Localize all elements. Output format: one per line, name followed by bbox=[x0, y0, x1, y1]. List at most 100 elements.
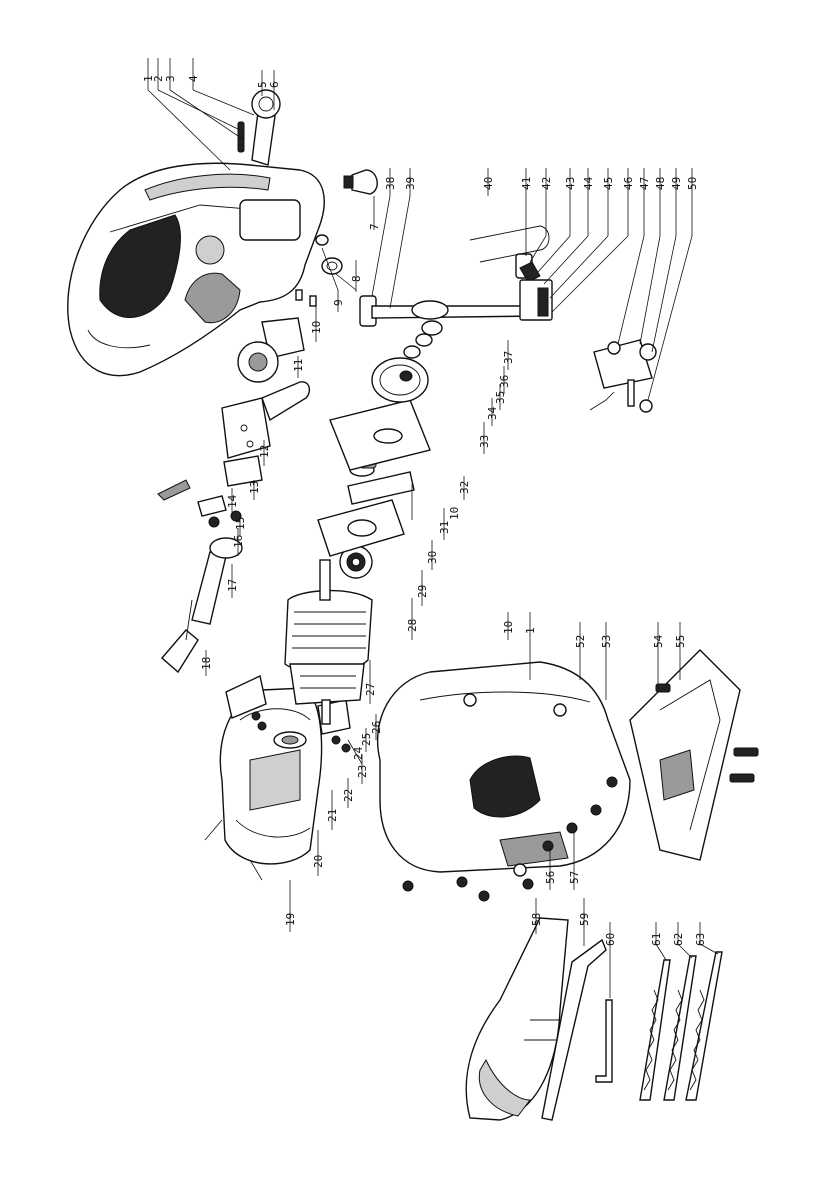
svg-text:53: 53 bbox=[600, 635, 613, 648]
svg-text:46: 46 bbox=[622, 177, 635, 190]
svg-text:1: 1 bbox=[524, 627, 537, 634]
svg-text:62: 62 bbox=[672, 933, 685, 946]
callout-1: 1 bbox=[142, 58, 230, 170]
svg-text:21: 21 bbox=[326, 809, 339, 822]
svg-text:56: 56 bbox=[544, 871, 557, 884]
callout-50: 50 bbox=[648, 168, 699, 400]
svg-text:34: 34 bbox=[486, 406, 499, 420]
svg-text:60: 60 bbox=[604, 933, 617, 946]
svg-text:32: 32 bbox=[458, 481, 471, 494]
callout-4: 4 bbox=[187, 58, 254, 115]
svg-text:35: 35 bbox=[494, 391, 507, 404]
callout-11: 11 bbox=[292, 356, 305, 378]
svg-text:44: 44 bbox=[582, 176, 595, 190]
svg-text:14: 14 bbox=[226, 494, 239, 508]
callout-22: 22 bbox=[342, 778, 355, 808]
drive-gear bbox=[372, 321, 442, 402]
callout-37: 37 bbox=[502, 340, 515, 370]
svg-text:19: 19 bbox=[284, 913, 297, 926]
svg-text:29: 29 bbox=[416, 585, 429, 598]
roller-guide bbox=[590, 340, 656, 412]
base-plate bbox=[630, 650, 758, 860]
svg-text:48: 48 bbox=[654, 177, 667, 190]
callout-15: 15 bbox=[234, 516, 247, 536]
callout-29: 29 bbox=[416, 570, 429, 606]
svg-text:43: 43 bbox=[564, 177, 577, 190]
callout-27: 27 bbox=[364, 660, 377, 704]
hex-key bbox=[596, 1000, 612, 1082]
svg-text:23: 23 bbox=[356, 765, 369, 778]
svg-text:10: 10 bbox=[448, 507, 461, 520]
svg-text:8: 8 bbox=[350, 275, 363, 282]
callout-52: 52 bbox=[574, 622, 587, 680]
callout-62: 62 bbox=[672, 922, 692, 958]
callout-63: 63 bbox=[694, 922, 718, 954]
callout-2: 2 bbox=[152, 58, 240, 130]
callout-49: 49 bbox=[652, 168, 683, 352]
callout-40: 40 bbox=[482, 168, 495, 196]
callout-33: 33 bbox=[478, 422, 491, 454]
callout-59: 59 bbox=[578, 898, 591, 946]
svg-text:12: 12 bbox=[258, 445, 271, 458]
svg-text:61: 61 bbox=[650, 933, 663, 946]
callout-60: 60 bbox=[604, 922, 617, 998]
svg-text:59: 59 bbox=[578, 913, 591, 926]
callout-17: 17 bbox=[226, 564, 239, 598]
stator bbox=[205, 688, 322, 880]
svg-text:63: 63 bbox=[694, 933, 707, 946]
svg-text:20: 20 bbox=[312, 855, 325, 868]
svg-text:45: 45 bbox=[602, 177, 615, 190]
svg-text:58: 58 bbox=[530, 913, 543, 926]
svg-text:55: 55 bbox=[674, 635, 687, 648]
callout-42: 42 bbox=[530, 168, 553, 262]
callout-32: 32 bbox=[458, 476, 471, 500]
svg-text:30: 30 bbox=[426, 551, 439, 564]
saw-blades bbox=[640, 952, 722, 1100]
svg-text:42: 42 bbox=[540, 177, 553, 190]
svg-text:50: 50 bbox=[686, 177, 699, 190]
callout-20: 20 bbox=[312, 830, 325, 876]
svg-text:24: 24 bbox=[352, 746, 365, 760]
gear-plates bbox=[318, 400, 430, 556]
callout-10-c: 10 bbox=[502, 612, 515, 640]
callout-10: 10 bbox=[310, 306, 323, 342]
armature bbox=[285, 560, 372, 724]
svg-text:36: 36 bbox=[498, 375, 511, 388]
svg-text:54: 54 bbox=[652, 634, 665, 648]
svg-text:9: 9 bbox=[332, 299, 345, 306]
callout-13: 13 bbox=[248, 480, 261, 500]
svg-text:13: 13 bbox=[248, 481, 261, 494]
svg-text:11: 11 bbox=[292, 359, 305, 372]
svg-text:52: 52 bbox=[574, 635, 587, 648]
svg-text:33: 33 bbox=[478, 435, 491, 448]
power-cord-guard bbox=[162, 538, 242, 672]
housing-right-half bbox=[378, 662, 630, 876]
callout-10-b: 10 bbox=[412, 484, 461, 520]
plunger-rod bbox=[360, 296, 540, 326]
svg-text:28: 28 bbox=[406, 619, 419, 632]
svg-text:22: 22 bbox=[342, 789, 355, 802]
svg-text:7: 7 bbox=[368, 223, 381, 230]
svg-text:15: 15 bbox=[234, 517, 247, 530]
svg-text:31: 31 bbox=[438, 521, 451, 534]
svg-text:47: 47 bbox=[638, 177, 651, 190]
svg-text:41: 41 bbox=[520, 177, 533, 190]
callout-21: 21 bbox=[326, 790, 339, 830]
callout-7: 7 bbox=[368, 196, 381, 230]
svg-text:57: 57 bbox=[568, 871, 581, 884]
svg-text:40: 40 bbox=[482, 177, 495, 190]
svg-text:39: 39 bbox=[404, 177, 417, 190]
nozzle-part bbox=[344, 170, 377, 194]
callout-28: 28 bbox=[406, 598, 419, 640]
svg-text:18: 18 bbox=[200, 657, 213, 670]
svg-text:16: 16 bbox=[232, 535, 245, 548]
callout-18: 18 bbox=[200, 650, 213, 676]
svg-text:17: 17 bbox=[226, 579, 239, 592]
svg-text:10: 10 bbox=[502, 621, 515, 634]
svg-text:4: 4 bbox=[187, 75, 200, 82]
svg-text:49: 49 bbox=[670, 177, 683, 190]
svg-text:37: 37 bbox=[502, 351, 515, 364]
svg-text:26: 26 bbox=[370, 721, 383, 734]
svg-text:38: 38 bbox=[384, 177, 397, 190]
